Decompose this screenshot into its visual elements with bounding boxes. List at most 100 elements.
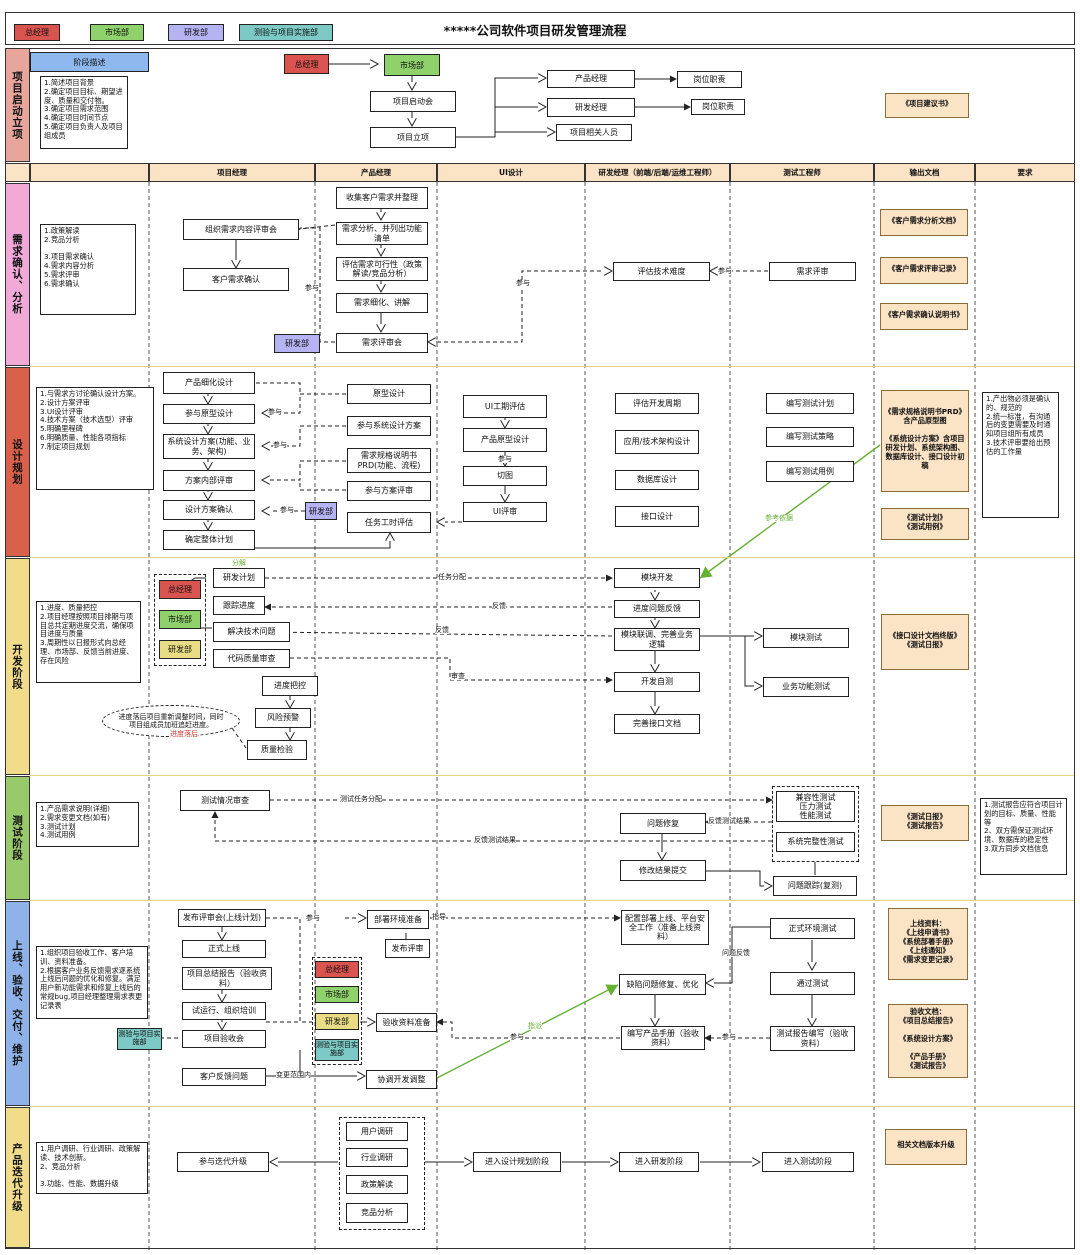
req-organize-node[interactable]: 组织需求内容评审会 — [183, 219, 299, 240]
launch-pass-node[interactable]: 通过测试 — [770, 972, 855, 995]
design-ui-review-node[interactable]: UI评审 — [463, 502, 547, 522]
design-confirm-node[interactable]: 设计方案确认 — [163, 500, 255, 520]
dev-boss-node[interactable]: 总经理 — [159, 580, 201, 599]
launch-bug-fix-node[interactable]: 缺陷问题修复、优化 — [619, 974, 706, 995]
design-refine-node[interactable]: 产品细化设计 — [163, 372, 255, 394]
legend-item: 市场部 — [90, 24, 144, 41]
column-header: 研发经理（前端/后端/运维工程师） — [585, 163, 730, 182]
req-feasible-node[interactable]: 评估需求可行性（政策解读/竞品分析） — [336, 257, 428, 281]
design-join-sys-node[interactable]: 参与系统设计方案 — [347, 416, 431, 436]
design-dev-period-node[interactable]: 评估开发周期 — [615, 393, 699, 414]
iter-industry-node[interactable]: 行业调研 — [346, 1148, 408, 1167]
req-analyze-node[interactable]: 需求分析、并列出功能清单 — [336, 222, 428, 245]
design-api-node[interactable]: 接口设计 — [615, 506, 699, 527]
design-arch-node[interactable]: 应用/技术架构设计 — [615, 430, 699, 454]
members-node[interactable]: 项目相关人员 — [556, 124, 632, 141]
req-review-node[interactable]: 需求评审会 — [336, 333, 428, 353]
design-join-proto-node[interactable]: 参与原型设计 — [163, 404, 255, 424]
design-ui-join-label: 参与 — [498, 455, 512, 463]
dev-self-test-node[interactable]: 开发自测 — [614, 672, 700, 692]
req-rd-dept-node[interactable]: 研发部 — [274, 334, 320, 353]
iter-join-node[interactable]: 参与迭代升级 — [177, 1152, 269, 1172]
launch-config-deploy-node[interactable]: 配置部署上线、平台安全工作（准备上线资料） — [621, 910, 709, 945]
iter-to-dev-node[interactable]: 进入研发阶段 — [619, 1152, 699, 1172]
iter-competitor-node[interactable]: 竞品分析 — [346, 1203, 408, 1223]
dev-joint-node[interactable]: 模块联调、完善业务逻辑 — [614, 628, 700, 651]
design-rd-dept-node[interactable]: 研发部 — [305, 502, 337, 520]
pm-node[interactable]: 产品经理 — [547, 70, 635, 88]
iter-to-design-node[interactable]: 进入设计规划阶段 — [473, 1152, 561, 1172]
dev-market-node[interactable]: 市场部 — [159, 610, 201, 629]
launch-manual-node[interactable]: 编写产品手册（验收资料） — [621, 1026, 705, 1050]
design-sys-node[interactable]: 系统设计方案(功能、业务、架构) — [163, 434, 255, 459]
design-test-case-node[interactable]: 编写测试用例 — [766, 461, 854, 482]
start-boss-node[interactable]: 总经理 — [284, 54, 329, 74]
req-collect-node[interactable]: 收集客户需求并整理 — [336, 187, 428, 209]
iter-to-test-node[interactable]: 进入测试阶段 — [762, 1152, 854, 1172]
design-join-review-node[interactable]: 参与方案评审 — [347, 481, 431, 501]
design-cut-node[interactable]: 切图 — [463, 466, 547, 486]
launch-left-dept-node[interactable]: 测验与项目实施部 — [117, 1028, 162, 1050]
req-join-label-3: 参与 — [718, 267, 732, 275]
setup-node[interactable]: 项目立项 — [370, 127, 456, 148]
launch-prep-docs-node[interactable]: 验收资料准备 — [376, 1013, 437, 1032]
design-ui-eval-node[interactable]: UI工期评估 — [463, 395, 547, 418]
design-test-strategy-node[interactable]: 编写测试策略 — [766, 427, 854, 447]
launch-release-eval-node[interactable]: 发布评审 — [385, 939, 430, 958]
launch-go-live-node[interactable]: 正式上线 — [182, 940, 266, 958]
dev-module-test-node[interactable]: 模块测试 — [763, 628, 849, 648]
dev-risk-node[interactable]: 风险预警 — [255, 708, 311, 728]
launch-coord-node[interactable]: 协调开发调整 — [366, 1070, 437, 1089]
launch-test-report-node[interactable]: 测试报告编写（验收资料） — [770, 1026, 855, 1051]
duty-node-2[interactable]: 岗位职责 — [691, 99, 745, 115]
launch-summary-node[interactable]: 项目总结报告（验收资料） — [182, 967, 272, 990]
launch-trial-node[interactable]: 试运行、组织培训 — [182, 1002, 266, 1020]
dev-api-doc-node[interactable]: 完善接口文档 — [614, 714, 700, 734]
start-market-node[interactable]: 市场部 — [384, 54, 440, 76]
dev-func-test-node[interactable]: 业务功能测试 — [763, 677, 849, 697]
dev-track-node[interactable]: 跟踪进度 — [213, 596, 265, 615]
launch-feedback-node[interactable]: 客户反馈问题 — [182, 1068, 266, 1086]
launch-acceptance-node[interactable]: 项目验收会 — [182, 1030, 266, 1048]
design-db-node[interactable]: 数据库设计 — [615, 470, 699, 490]
kickoff-node[interactable]: 项目启动会 — [370, 91, 456, 112]
rd-manager-node[interactable]: 研发经理 — [547, 98, 635, 117]
test-integrity-node[interactable]: 系统完整性测试 — [776, 832, 855, 852]
test-review-node[interactable]: 测试情况审查 — [180, 790, 270, 811]
req-refine-node[interactable]: 需求细化、讲解 — [336, 293, 428, 313]
design-prototype-node[interactable]: 原型设计 — [347, 384, 431, 404]
launch-market-node[interactable]: 市场部 — [315, 986, 359, 1003]
dev-quality-node[interactable]: 质量检验 — [247, 740, 307, 760]
test-compat-node[interactable]: 兼容性测试 压力测试 性能测试 — [776, 791, 855, 822]
test-req-note: 1.测试报告应符合项目计划的目标、质量、性能等 2、双方需保证测试环境、数据库的… — [980, 798, 1067, 875]
duty-node-1[interactable]: 岗位职责 — [677, 71, 742, 88]
dev-module-node[interactable]: 模块开发 — [614, 568, 700, 588]
design-product-ui-node[interactable]: 产品原型设计 — [463, 428, 547, 452]
design-plan-node[interactable]: 确定整体计划 — [163, 530, 255, 550]
test-submit-node[interactable]: 修改结果提交 — [620, 860, 706, 881]
dev-rd-node[interactable]: 研发部 — [159, 640, 201, 659]
dev-plan-node[interactable]: 研发计划 — [213, 568, 265, 588]
req-confirm-node[interactable]: 客户需求确认 — [183, 268, 289, 291]
req-test-review-node[interactable]: 需求评审 — [769, 262, 856, 281]
dev-code-review-node[interactable]: 代码质量审查 — [213, 649, 290, 668]
design-internal-review-node[interactable]: 方案内部评审 — [163, 470, 255, 491]
design-test-plan-node[interactable]: 编写测试计划 — [766, 393, 854, 414]
test-fix-node[interactable]: 问题修复 — [620, 813, 706, 834]
design-spec-node[interactable]: 需求规格说明书PRD(功能、流程) — [347, 448, 431, 473]
design-task-eval-node[interactable]: 任务工时评估 — [347, 512, 431, 533]
launch-deploy-prep-node[interactable]: 部署环境准备 — [367, 910, 429, 929]
launch-boss-node[interactable]: 总经理 — [315, 961, 359, 978]
dev-progress-node[interactable]: 进度把控 — [262, 676, 318, 696]
iter-policy-node[interactable]: 政策解读 — [346, 1175, 408, 1194]
launch-formal-env-node[interactable]: 正式环境测试 — [770, 918, 855, 939]
iter-user-node[interactable]: 用户调研 — [346, 1122, 408, 1141]
dev-solve-node[interactable]: 解决技术问题 — [213, 622, 290, 642]
design-doc-1: 《需求规格说明书PRD》含产品原型图 《系统设计方案》含项目研发计划、系统架构图… — [881, 390, 969, 492]
dev-issue-fb-node[interactable]: 进度问题反馈 — [614, 600, 700, 618]
launch-release-review-node[interactable]: 发布评审会(上线计划) — [178, 909, 266, 927]
test-track-node[interactable]: 问题跟踪(复测) — [773, 876, 857, 896]
launch-test-dept-node[interactable]: 测验与项目实施部 — [315, 1039, 359, 1061]
launch-rd-node[interactable]: 研发部 — [315, 1013, 359, 1030]
req-eval-tech-node[interactable]: 评估技术难度 — [613, 262, 710, 281]
